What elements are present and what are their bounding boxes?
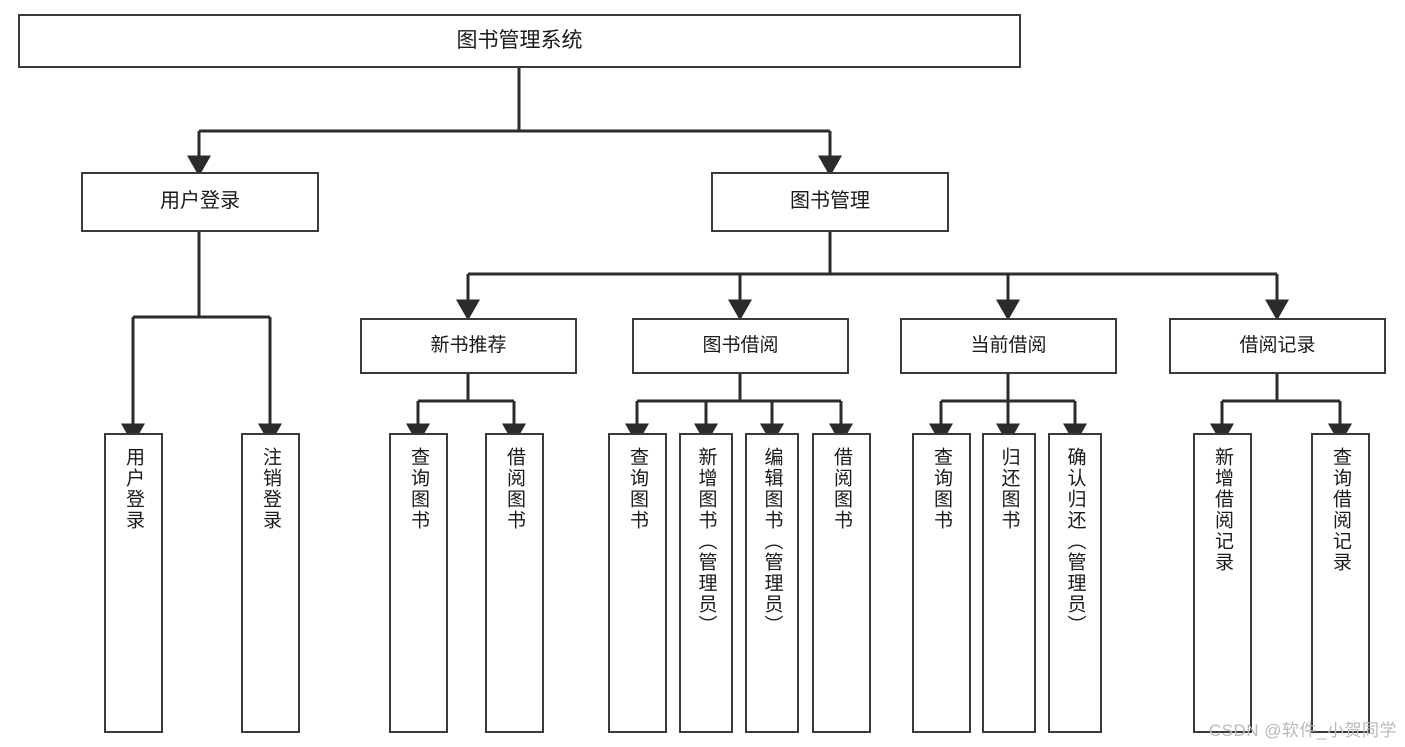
node-label: 查询图书: [408, 447, 429, 531]
leaf-new-book-query-book[interactable]: 查询图书: [389, 433, 448, 733]
node-label: 新书推荐: [430, 334, 507, 356]
node-book-borrow[interactable]: 图书借阅: [632, 318, 849, 374]
watermark: CSDN @软件_小贺同学: [1208, 721, 1397, 740]
leaf-borrow-record-query-record[interactable]: 查询借阅记录: [1311, 433, 1370, 733]
node-label: 当前借阅: [970, 334, 1047, 356]
node-label: 借阅图书: [831, 447, 852, 531]
node-label: 查询借阅记录: [1330, 447, 1351, 573]
node-label: 借阅图书: [504, 447, 525, 531]
leaf-new-book-borrow-book[interactable]: 借阅图书: [485, 433, 544, 733]
leaf-user-login-login[interactable]: 用户登录: [104, 433, 163, 733]
node-label: 用户登录: [160, 190, 240, 213]
node-label: 查询图书: [931, 447, 952, 531]
leaf-user-login-logout[interactable]: 注销登录: [241, 433, 300, 733]
node-label: 注销登录: [260, 447, 281, 531]
node-label: 归还图书: [998, 447, 1020, 531]
node-label: 图书管理: [790, 190, 870, 213]
leaf-borrow-record-add-record[interactable]: 新增借阅记录: [1193, 433, 1252, 733]
node-label: 编辑图书（管理员）: [761, 447, 783, 636]
node-book-management[interactable]: 图书管理: [711, 172, 949, 232]
leaf-current-borrow-return-book[interactable]: 归还图书: [982, 433, 1036, 733]
node-label: 新增图书（管理员）: [695, 447, 717, 636]
node-label: 用户登录: [123, 447, 144, 531]
leaf-book-borrow-add-book-admin[interactable]: 新增图书（管理员）: [679, 433, 733, 733]
leaf-current-borrow-query-book[interactable]: 查询图书: [912, 433, 971, 733]
node-label: 查询图书: [627, 447, 648, 531]
node-label: 确认归还（管理员）: [1064, 447, 1086, 636]
node-borrow-record[interactable]: 借阅记录: [1169, 318, 1386, 374]
leaf-book-borrow-query-book[interactable]: 查询图书: [608, 433, 667, 733]
node-user-login[interactable]: 用户登录: [81, 172, 319, 232]
node-label: 新增借阅记录: [1212, 447, 1233, 573]
leaf-book-borrow-edit-book-admin[interactable]: 编辑图书（管理员）: [745, 433, 799, 733]
node-label: 图书借阅: [702, 334, 779, 356]
node-label: 图书管理系统: [456, 28, 583, 52]
node-current-borrow[interactable]: 当前借阅: [900, 318, 1117, 374]
leaf-book-borrow-borrow-book[interactable]: 借阅图书: [812, 433, 871, 733]
node-new-book-recommend[interactable]: 新书推荐: [360, 318, 577, 374]
node-label: 借阅记录: [1239, 334, 1316, 356]
leaf-current-borrow-confirm-return-admin[interactable]: 确认归还（管理员）: [1048, 433, 1102, 733]
node-root-book-management-system[interactable]: 图书管理系统: [18, 14, 1021, 68]
